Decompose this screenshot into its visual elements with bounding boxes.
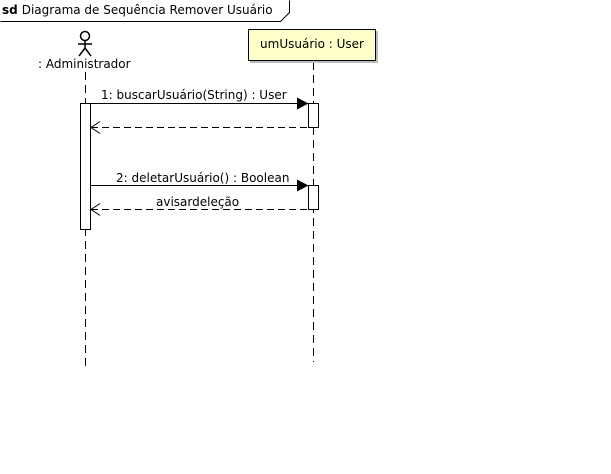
message-1-arrowhead <box>297 97 309 110</box>
actor-activation-bar <box>80 103 91 230</box>
reply-1-arrowhead <box>90 121 101 134</box>
frame-tab <box>0 0 290 22</box>
lifeline-name: umUsuário : User <box>260 37 364 51</box>
message-2-arrowhead <box>297 179 309 192</box>
lifeline-box-umusuario: umUsuário : User <box>248 29 376 61</box>
user-activation-bar-1 <box>308 103 319 128</box>
reply-2-label: avisardeleção <box>156 195 240 209</box>
frame-title-text: Diagrama de Sequência Remover Usuário <box>21 3 273 17</box>
actor-figure <box>78 30 92 57</box>
reply-2-arrowhead <box>90 203 101 216</box>
message-1-label: 1: buscarUsuário(String) : User <box>101 88 287 102</box>
message-2-label: 2: deletarUsuário() : Boolean <box>116 171 290 185</box>
frame-keyword: sd <box>2 3 18 17</box>
actor-name: : Administrador <box>38 57 131 71</box>
user-activation-bar-2 <box>308 185 319 210</box>
